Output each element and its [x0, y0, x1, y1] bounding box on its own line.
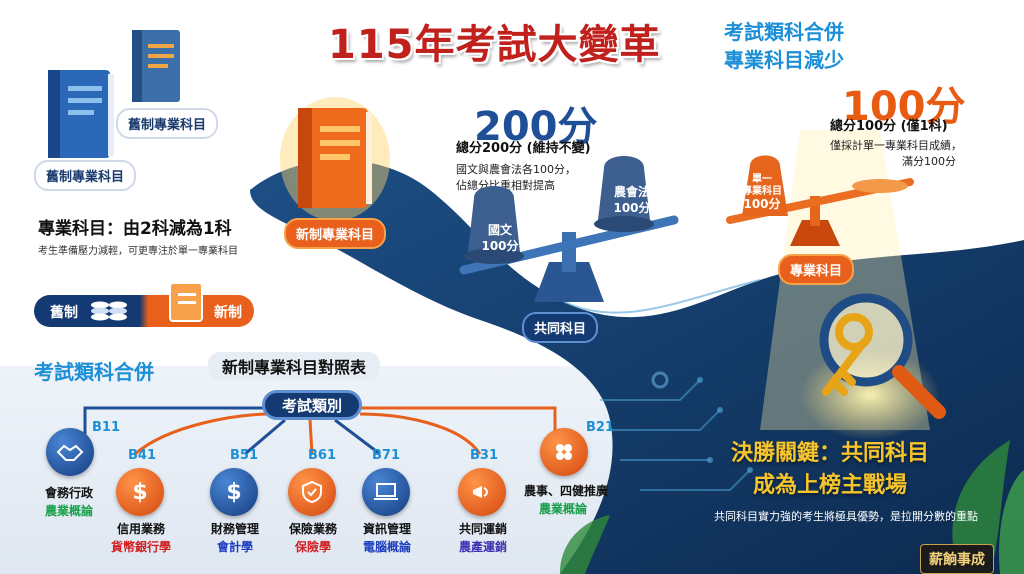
code-b61: B61 — [308, 448, 336, 463]
new-book-small-icon — [169, 282, 203, 322]
category-subject: 保險學 — [294, 540, 331, 554]
code-b51: B51 — [230, 448, 258, 463]
professional-detail-1: 僅採計單一專業科目成績， — [830, 139, 962, 152]
money-bag-icon: $ — [210, 468, 258, 516]
new-book-icon — [280, 97, 390, 221]
category-subject: 會計學 — [216, 540, 253, 554]
table-title: 新制專業科目對照表 — [208, 352, 381, 380]
weight-chinese: 國文 100分 — [481, 223, 519, 253]
shield-hand-icon — [288, 468, 336, 516]
old-book-icon-small — [132, 30, 180, 102]
common-detail-1: 國文與農會法各100分， — [456, 163, 576, 176]
category-subject: 電腦概論 — [362, 540, 411, 554]
exam-category-root: 考試類別 — [262, 390, 362, 420]
new-label: 新制 — [214, 305, 242, 321]
new-subject-label: 新制專業科目 — [284, 218, 387, 249]
professional-detail-2: 滿分100分 — [902, 155, 956, 168]
old-new-bar — [34, 295, 254, 327]
code-b31: B31 — [470, 448, 498, 463]
balance-scale-icon — [459, 156, 679, 302]
old-subject-label-bottom: 舊制專業科目 — [34, 160, 137, 191]
megaphone-icon — [458, 468, 506, 516]
professional-scale-icon — [726, 155, 914, 246]
category-subject: 農產運銷 — [458, 540, 507, 554]
code-b11: B11 — [92, 420, 120, 435]
old-label: 舊制 — [50, 305, 78, 321]
common-score: 200分 — [474, 104, 598, 150]
top-right-note: 考試類科合併 專業科目減少 — [724, 20, 844, 72]
professional-score: 100分 — [842, 84, 966, 130]
tree-connectors — [83, 406, 557, 456]
code-b21: B21 — [586, 420, 614, 435]
key-takeaway: 決勝關鍵：共同科目 成為上榜主戰場 — [730, 441, 929, 498]
clover-icon — [540, 428, 588, 476]
magnifier-key-icon — [819, 293, 946, 419]
code-b41: B41 — [128, 448, 156, 463]
handshake-icon — [46, 428, 94, 476]
category-name: 共同運銷 — [458, 522, 507, 536]
category-name: 農事、四健推廣 — [523, 484, 608, 498]
category-name: 會務行政 — [44, 486, 93, 500]
professional-total: 總分100分 (僅1科) — [830, 119, 948, 134]
common-total: 總分200分 (維持不變) — [456, 141, 591, 156]
category-name: 信用業務 — [116, 522, 165, 536]
key-note: 共同科目實力強的考生將極具優勢，是拉開分數的重點 — [714, 510, 978, 523]
coin-stack-icon — [91, 301, 127, 321]
category-name: 財務管理 — [210, 522, 259, 536]
category-subject: 農業概論 — [538, 502, 587, 516]
laptop-icon — [362, 468, 410, 516]
category-name: 資訊管理 — [362, 522, 411, 536]
category-name: 保險業務 — [288, 522, 337, 536]
main-title: 115年考試大變革 — [328, 22, 661, 68]
code-b71: B71 — [372, 448, 400, 463]
subject-reduce-heading: 專業科目：由2科減為1科 — [38, 219, 232, 239]
brand-logo: 薪餉事成 — [920, 544, 994, 574]
category-subject: 貨幣銀行學 — [110, 540, 171, 554]
category-merge-heading: 考試類科合併 — [34, 360, 154, 384]
common-subject-label: 共同科目 — [522, 312, 599, 343]
professional-subject-label: 專業科目 — [778, 254, 855, 285]
money-hand-icon: $ — [116, 468, 164, 516]
category-subject: 農業概論 — [44, 504, 93, 518]
subject-reduce-desc: 考生準備壓力減輕，可更專注於單一專業科目 — [38, 246, 238, 257]
professional-weight: 單一 專業科目 100分 — [742, 174, 782, 211]
weight-farmers-law: 農會法 100分 — [613, 185, 651, 215]
old-book-icon — [48, 70, 114, 158]
old-subject-label-top: 舊制專業科目 — [116, 108, 219, 139]
